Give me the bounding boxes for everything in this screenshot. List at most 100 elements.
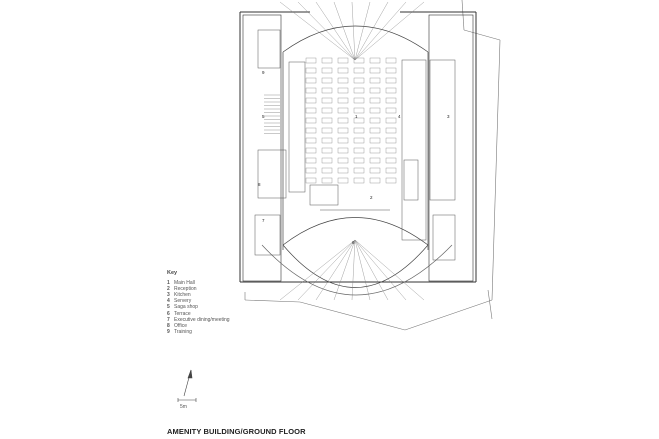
dining-table <box>321 87 333 94</box>
dining-table <box>353 167 365 174</box>
dining-table <box>321 157 333 164</box>
dining-table <box>385 147 397 154</box>
key-number: 1 <box>167 280 170 287</box>
dining-table <box>369 167 381 174</box>
fan-line <box>315 239 356 301</box>
dining-table <box>321 147 333 154</box>
dining-table <box>321 57 333 64</box>
fan-line <box>279 239 356 301</box>
dining-table <box>385 117 397 124</box>
room-number: 3 <box>447 114 450 119</box>
dining-table <box>305 117 317 124</box>
dining-table <box>353 137 365 144</box>
dining-table <box>337 77 349 84</box>
key-item: 1 Main Hall <box>167 280 230 286</box>
key-item: 5 Saga shop <box>167 304 230 310</box>
dining-table <box>369 147 381 154</box>
key-number: 2 <box>167 286 170 293</box>
dining-table <box>305 67 317 74</box>
room-number: 1 <box>355 114 358 119</box>
key-label: Executive dining/meeting <box>174 316 230 323</box>
dining-table <box>369 77 381 84</box>
dining-table <box>305 167 317 174</box>
dining-table <box>337 107 349 114</box>
dining-table <box>305 157 317 164</box>
fan-line <box>354 239 389 301</box>
room-number: 2 <box>370 195 373 200</box>
dining-table <box>353 157 365 164</box>
dining-table <box>353 77 365 84</box>
key-label: Kitchen <box>174 292 191 299</box>
dining-table <box>369 157 381 164</box>
dining-table <box>321 177 333 184</box>
dining-table <box>337 177 349 184</box>
dining-table <box>369 87 381 94</box>
dining-table <box>385 77 397 84</box>
room-number: 6 <box>352 240 355 245</box>
fan-line <box>279 1 356 61</box>
fan-line <box>354 1 389 61</box>
dining-table <box>353 127 365 134</box>
dining-table <box>337 67 349 74</box>
key-item: 6 Terrace <box>167 311 230 317</box>
dining-table <box>337 117 349 124</box>
key-label: Terrace <box>174 310 191 317</box>
dining-table <box>305 57 317 64</box>
dining-table <box>369 117 381 124</box>
dining-table <box>353 107 365 114</box>
key-number: 4 <box>167 298 170 305</box>
dining-table <box>321 97 333 104</box>
key-label: Servery <box>174 298 192 305</box>
dining-table <box>369 97 381 104</box>
dining-table <box>385 137 397 144</box>
key-label: Main Hall <box>174 280 195 287</box>
dining-table <box>305 107 317 114</box>
dining-table <box>353 57 365 64</box>
key-label: Saga shop <box>174 304 198 311</box>
key-item: 4 Servery <box>167 298 230 304</box>
dining-table <box>321 67 333 74</box>
dining-table <box>337 127 349 134</box>
dining-table <box>337 87 349 94</box>
dining-table <box>305 77 317 84</box>
dining-table <box>369 107 381 114</box>
dining-table <box>305 97 317 104</box>
dining-table <box>385 57 397 64</box>
key-number: 6 <box>167 310 170 317</box>
dining-table <box>337 157 349 164</box>
dining-table <box>305 137 317 144</box>
fan-line <box>351 1 356 61</box>
key-label: Office <box>174 322 187 329</box>
dining-table <box>385 97 397 104</box>
north-arrow-icon <box>183 369 193 397</box>
fan-line <box>333 239 356 301</box>
dining-table <box>321 77 333 84</box>
dining-table <box>353 87 365 94</box>
room-number: 5 <box>262 114 265 119</box>
room-number: 7 <box>262 218 265 223</box>
scale-label: 5m <box>180 404 187 410</box>
fan-line <box>354 1 407 61</box>
fan-line <box>354 239 407 301</box>
key-number: 5 <box>167 304 170 311</box>
dining-table <box>337 97 349 104</box>
dining-table <box>353 67 365 74</box>
dining-table <box>385 167 397 174</box>
dining-table <box>321 117 333 124</box>
dining-table <box>385 67 397 74</box>
dining-table <box>369 137 381 144</box>
drawing-caption: AMENITY BUILDING/GROUND FLOOR <box>167 427 306 436</box>
fan-line <box>315 1 356 61</box>
interior-partitions <box>254 29 456 261</box>
training-room-seating <box>264 94 280 134</box>
dining-table <box>353 117 365 124</box>
dining-table <box>353 147 365 154</box>
dining-table <box>369 177 381 184</box>
key-number: 9 <box>167 328 170 335</box>
